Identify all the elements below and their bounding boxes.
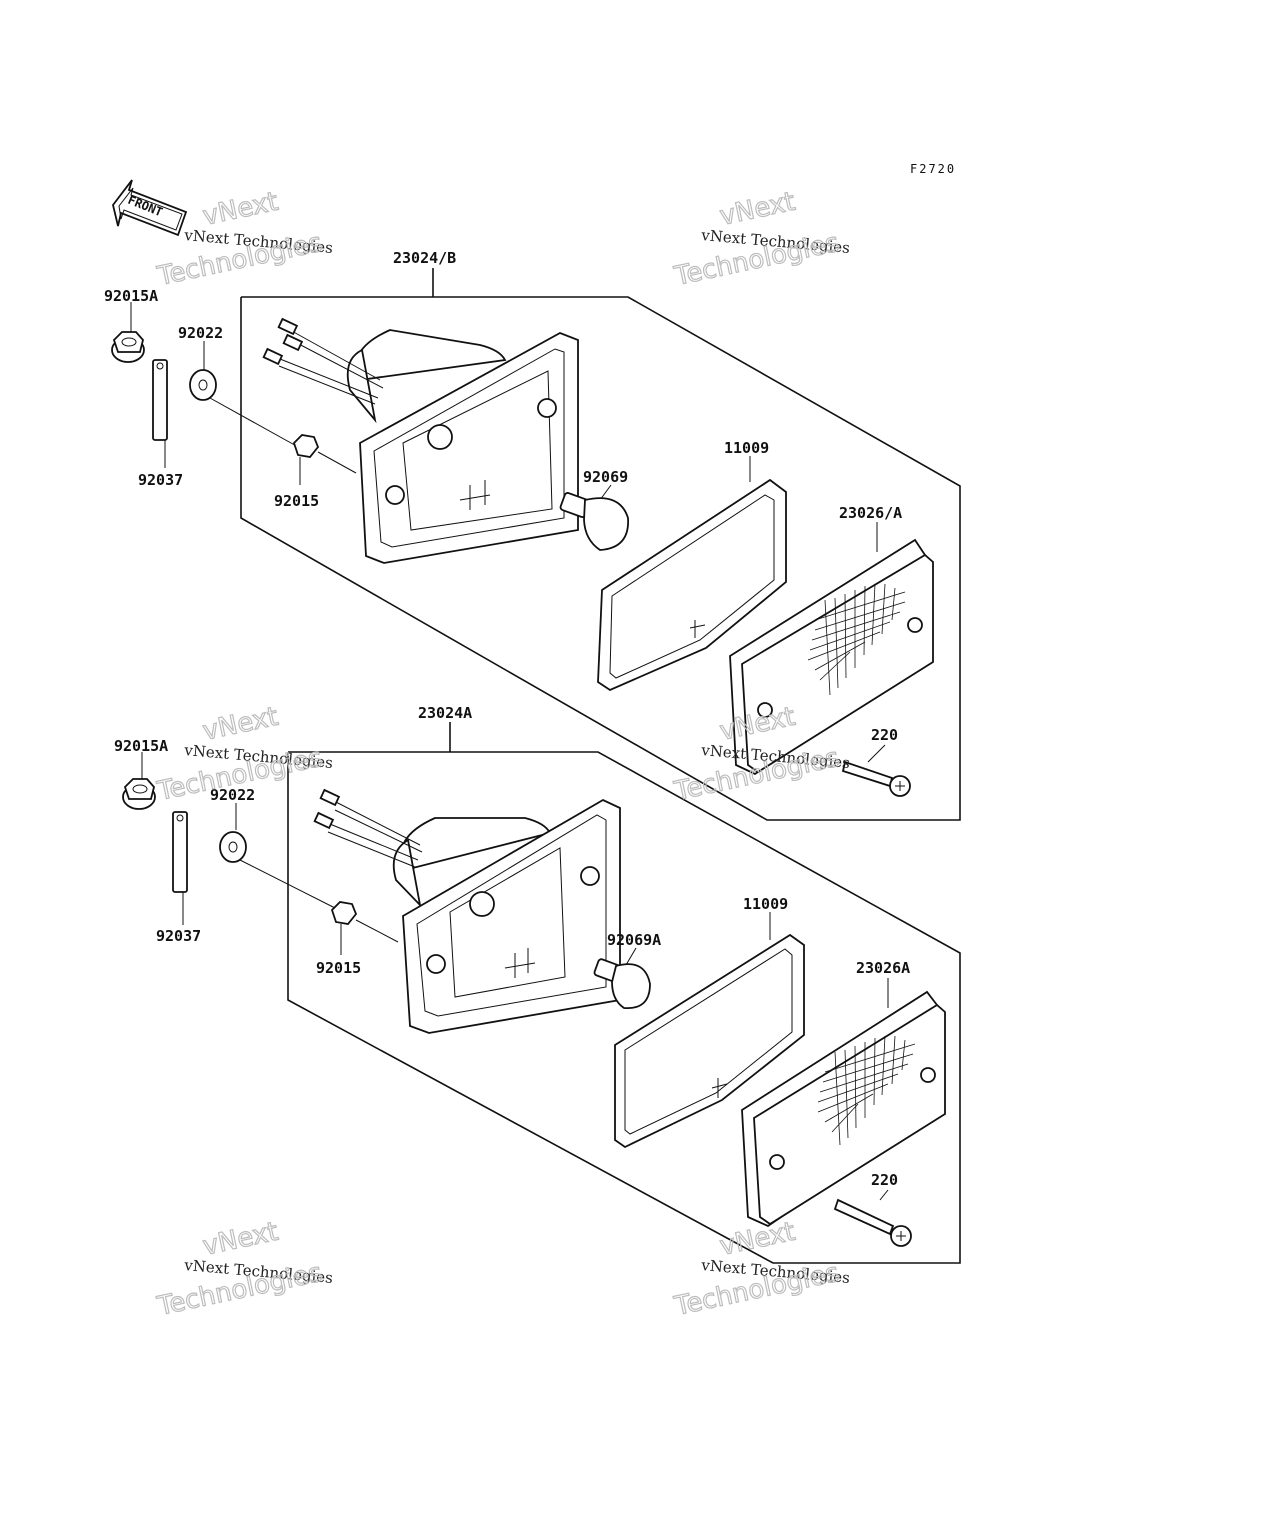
upper-flange-nut-part xyxy=(111,302,145,363)
lower-gasket-part xyxy=(614,912,805,1149)
upper-assembly: 23024/B 92015A 92022 92037 92015 92069 1… xyxy=(104,249,961,821)
diagram-code: F2720 xyxy=(910,162,956,176)
upper-screw-part xyxy=(841,744,911,797)
upper-gasket-label: 11009 xyxy=(724,439,769,457)
lower-washer-label: 92022 xyxy=(210,786,255,804)
lower-lens-mesh xyxy=(817,1035,916,1146)
upper-lens-mesh xyxy=(807,583,906,696)
lower-bulb-part xyxy=(593,947,651,1009)
watermark-bottom-right: vNext vNext Technologies Technologies xyxy=(671,1216,851,1323)
lower-strap-part xyxy=(172,811,188,925)
lower-strap-label: 92037 xyxy=(156,927,201,945)
upper-strap-part xyxy=(152,359,168,468)
upper-lens-label: 23026/A xyxy=(839,504,902,522)
lower-lens-label: 23026A xyxy=(856,959,910,977)
lower-nut-part xyxy=(330,901,399,955)
upper-lens-part xyxy=(729,522,934,776)
upper-nut-a-label: 92015A xyxy=(104,287,158,305)
upper-washer-part xyxy=(189,341,301,449)
lower-screw-label: 220 xyxy=(871,1171,898,1189)
front-arrow-icon: FRONT xyxy=(112,179,188,237)
upper-washer-label: 92022 xyxy=(178,324,223,342)
watermark-top-left: vNext vNext Technologies Technologies xyxy=(154,186,334,293)
upper-bulb-part xyxy=(559,484,629,551)
upper-strap-label: 92037 xyxy=(138,471,183,489)
lower-housing-part xyxy=(313,788,621,1034)
upper-housing-part xyxy=(262,317,579,564)
lower-gasket-label: 11009 xyxy=(743,895,788,913)
watermark-line1: vNext xyxy=(200,1217,281,1262)
lower-screw-part xyxy=(833,1189,912,1247)
lower-bulb-label: 92069A xyxy=(607,931,661,949)
upper-nut-part xyxy=(292,434,357,485)
upper-screw-label: 220 xyxy=(871,726,898,744)
lower-nut-a-label: 92015A xyxy=(114,737,168,755)
lower-nut-label: 92015 xyxy=(316,959,361,977)
watermark-top-right: vNext vNext Technologies Technologies xyxy=(671,186,851,293)
lower-lens-part xyxy=(741,978,946,1228)
watermark-line1: vNext xyxy=(717,187,798,232)
upper-bulb-label: 92069 xyxy=(583,468,628,486)
upper-nut-label: 92015 xyxy=(274,492,319,510)
upper-housing-label: 23024/B xyxy=(393,249,456,267)
watermark-line1: vNext xyxy=(200,702,281,747)
lower-housing-label: 23024A xyxy=(418,704,472,722)
lower-washer-part xyxy=(219,803,336,909)
watermark-line1: vNext xyxy=(200,187,281,232)
watermark-bottom-left: vNext vNext Technologies Technologies xyxy=(154,1216,334,1323)
upper-gasket-part xyxy=(597,456,787,692)
lower-flange-nut-part xyxy=(122,752,156,810)
lower-assembly: 23024A 92015A 92022 92037 92015 92069A 1… xyxy=(114,704,961,1264)
